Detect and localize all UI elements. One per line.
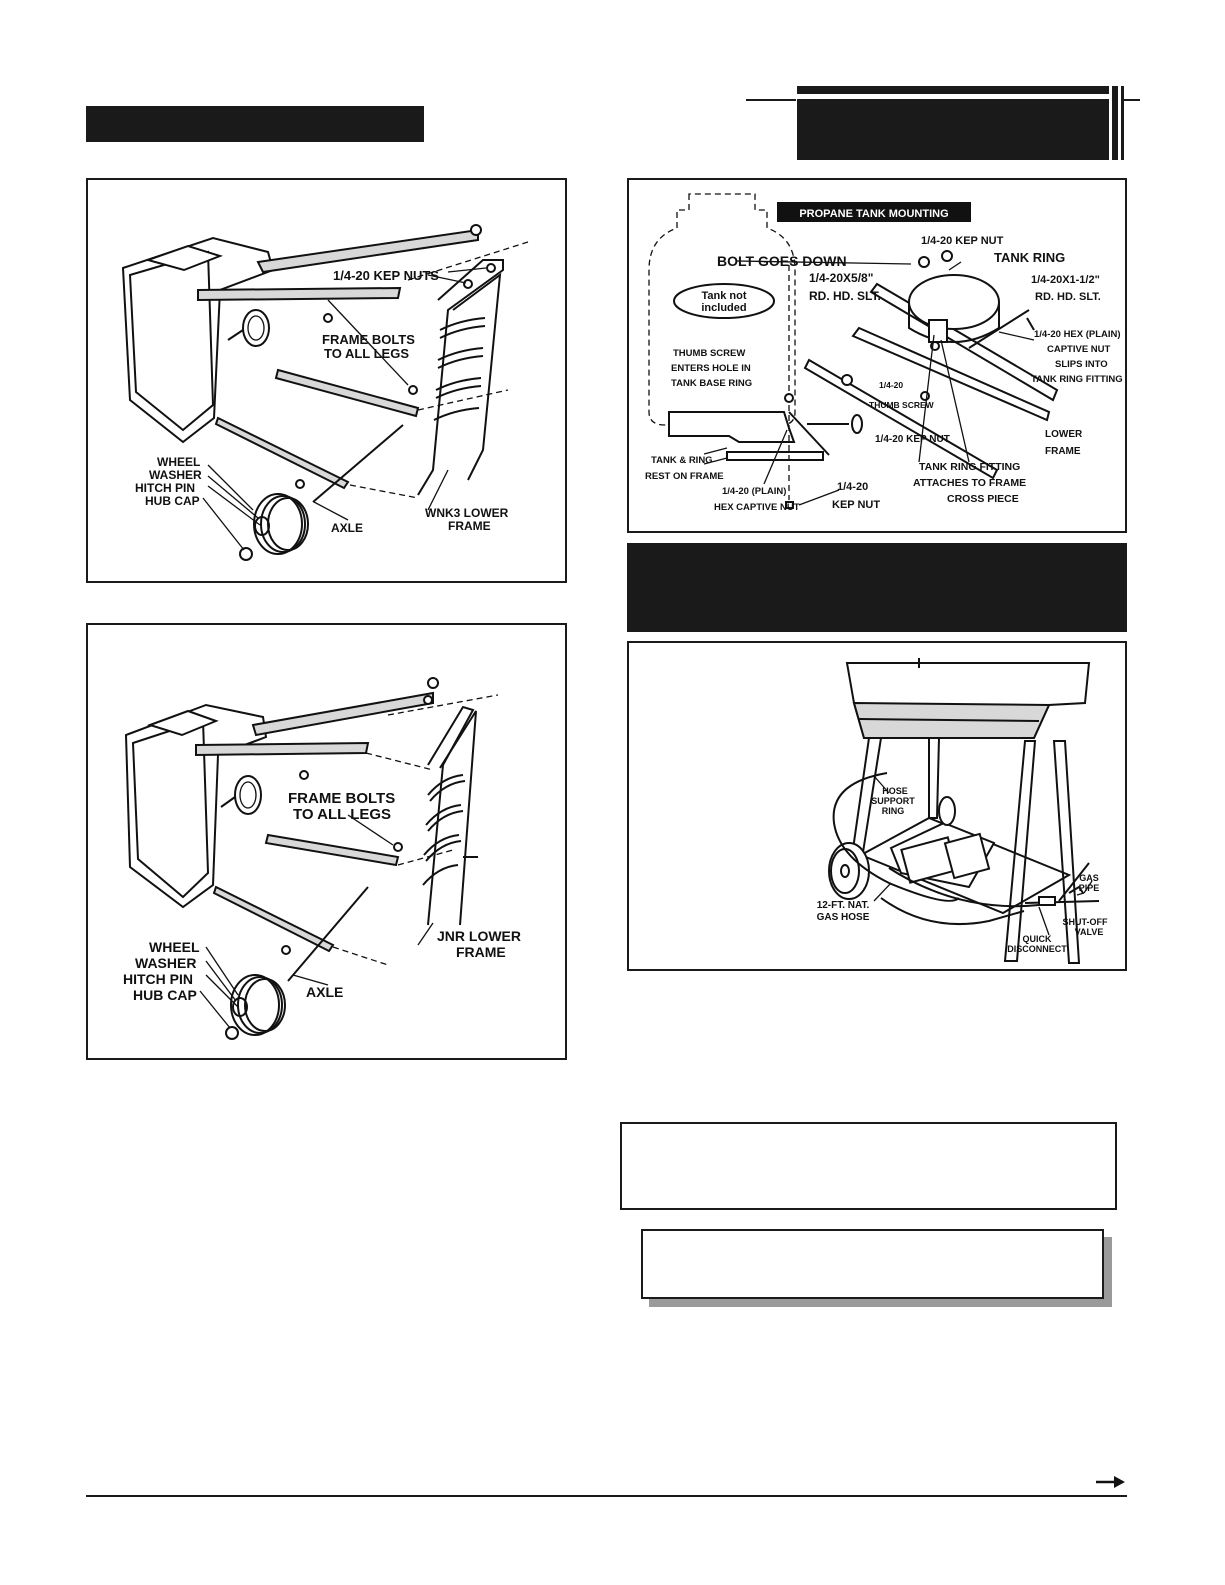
label-hex-1: 1/4-20 HEX (PLAIN) — [1034, 329, 1121, 340]
label-lower-frame-2: FRAME — [456, 944, 506, 960]
label-lower-frame-2: FRAME — [448, 519, 491, 533]
label-kep-nut-mid: 1/4-20 KEP NUT — [875, 434, 950, 445]
label-thumb-1: THUMB SCREW — [673, 348, 745, 359]
label-thumb-screw-1: 1/4-20 — [879, 380, 903, 390]
label-lower-frame-1: WNK3 LOWER — [425, 506, 509, 520]
label-plain-2: HEX CAPTIVE NUT — [714, 502, 800, 513]
label-hub-cap: HUB CAP — [133, 987, 197, 1003]
section-heading-bar — [627, 543, 1127, 632]
label-gas-pipe-2: PIPE — [1079, 883, 1100, 893]
label-thumb-screw-2: THUMB SCREW — [869, 400, 935, 410]
wnk3-lower-frame-icon — [417, 259, 504, 496]
label-frame-bolts-1: FRAME BOLTS — [322, 332, 415, 347]
figure-wnk3-panel: 1/4-20 KEP NUTS FRAME BOLTS TO ALL LEGS … — [86, 178, 567, 583]
label-nat-gas-1: 12-FT. NAT. — [817, 900, 870, 911]
figure-gas-panel: HOSE SUPPORT RING GAS PIPE 12-FT. NAT. G… — [627, 641, 1127, 971]
label-nat-gas-2: GAS HOSE — [817, 912, 870, 923]
label-frame-bolts-2: TO ALL LEGS — [324, 346, 409, 361]
label-fitting-2: ATTACHES TO FRAME — [913, 477, 1026, 489]
thumb-screw-icon — [807, 414, 863, 434]
propane-tank-icon — [889, 821, 996, 889]
label-bolt-58-2: RD. HD. SLT. — [809, 289, 881, 303]
label-fitting-1: TANK RING FITTING — [919, 461, 1020, 473]
label-bolt-goes-down: BOLT GOES DOWN — [717, 253, 847, 269]
next-page-arrow-icon[interactable] — [1094, 1473, 1126, 1491]
label-quick-1: QUICK — [1023, 934, 1053, 944]
label-tank-not-2: included — [701, 302, 746, 314]
label-washer: WASHER — [135, 955, 196, 971]
label-washer: WASHER — [149, 468, 202, 482]
wnk3-assembly-illustration: 1/4-20 KEP NUTS FRAME BOLTS TO ALL LEGS … — [121, 224, 529, 561]
label-lower-frame-1: LOWER — [1045, 429, 1083, 440]
label-tank-rest-2: REST ON FRAME — [645, 471, 724, 482]
label-plain-1: 1/4-20 (PLAIN) — [722, 486, 786, 497]
label-quick-2: DISCONNECT — [1007, 944, 1067, 954]
gas-hose-icon — [832, 772, 1049, 926]
figure-jnr-panel: FRAME BOLTS TO ALL LEGS WHEEL WASHER HIT… — [86, 623, 567, 1060]
label-bolt-58-1: 1/4-20X5/8" — [809, 271, 873, 285]
label-wheel: WHEEL — [149, 939, 200, 955]
label-hitch-pin: HITCH PIN — [135, 481, 195, 495]
left-header-bar — [86, 106, 424, 142]
propane-title-box — [777, 202, 971, 222]
label-tank-ring: TANK RING — [994, 250, 1065, 265]
wnk3-wheel-icon — [239, 493, 309, 561]
propane-title: PROPANE TANK MOUNTING — [799, 208, 948, 220]
label-tank-not-1: Tank not — [701, 290, 746, 302]
right-header-block — [746, 86, 1146, 166]
label-frame-bolts-1: FRAME BOLTS — [288, 790, 395, 807]
label-lower-frame-1: JNR LOWER — [437, 928, 521, 944]
label-hose-3: RING — [882, 806, 905, 816]
label-kep-bottom-1: 1/4-20 — [837, 481, 868, 493]
label-hex-4: TANK RING FITTING — [1031, 374, 1123, 385]
label-hex-2: CAPTIVE NUT — [1047, 344, 1111, 355]
label-fitting-3: CROSS PIECE — [947, 493, 1019, 505]
label-tank-rest-1: TANK & RING — [651, 455, 713, 466]
footer-rule — [86, 1495, 1127, 1497]
label-shutoff-1: SHUT-OFF — [1063, 917, 1108, 927]
jnr-assembly-illustration: FRAME BOLTS TO ALL LEGS WHEEL WASHER HIT… — [123, 677, 521, 1040]
label-axle: AXLE — [306, 984, 343, 1000]
label-wheel: WHEEL — [157, 455, 200, 469]
label-kep-bottom-2: KEP NUT — [832, 499, 880, 511]
label-bolt-112-1: 1/4-20X1-1/2" — [1031, 274, 1100, 286]
label-kep-nut-top: 1/4-20 KEP NUT — [921, 235, 1004, 247]
label-shutoff-2: VALVE — [1075, 927, 1104, 937]
label-hose-1: HOSE — [882, 786, 908, 796]
label-hose-2: SUPPORT — [871, 796, 915, 806]
label-gas-pipe-1: GAS — [1079, 873, 1099, 883]
label-hitch-pin: HITCH PIN — [123, 971, 193, 987]
gas-wheel-icon — [828, 796, 956, 900]
label-thumb-3: TANK BASE RING — [671, 378, 752, 389]
label-hub-cap: HUB CAP — [145, 494, 200, 508]
gas-hookup-illustration: HOSE SUPPORT RING GAS PIPE 12-FT. NAT. G… — [817, 658, 1108, 964]
jnr-lower-frame-icon — [422, 705, 478, 926]
label-hex-3: SLIPS INTO — [1055, 359, 1108, 370]
label-axle: AXLE — [331, 521, 363, 535]
shadow-box — [641, 1229, 1104, 1299]
jnr-wheel-icon — [225, 974, 286, 1040]
notice-box — [620, 1122, 1117, 1210]
label-bolt-112-2: RD. HD. SLT. — [1035, 291, 1101, 303]
label-kep-nuts: 1/4-20 KEP NUTS — [333, 268, 439, 283]
propane-mounting-illustration: PROPANE TANK MOUNTING Tank not included — [645, 193, 1123, 513]
figure-propane-panel: PROPANE TANK MOUNTING Tank not included — [627, 178, 1127, 533]
label-thumb-2: ENTERS HOLE IN — [671, 363, 751, 374]
label-lower-frame-2: FRAME — [1045, 446, 1081, 457]
label-frame-bolts-2: TO ALL LEGS — [293, 806, 391, 823]
